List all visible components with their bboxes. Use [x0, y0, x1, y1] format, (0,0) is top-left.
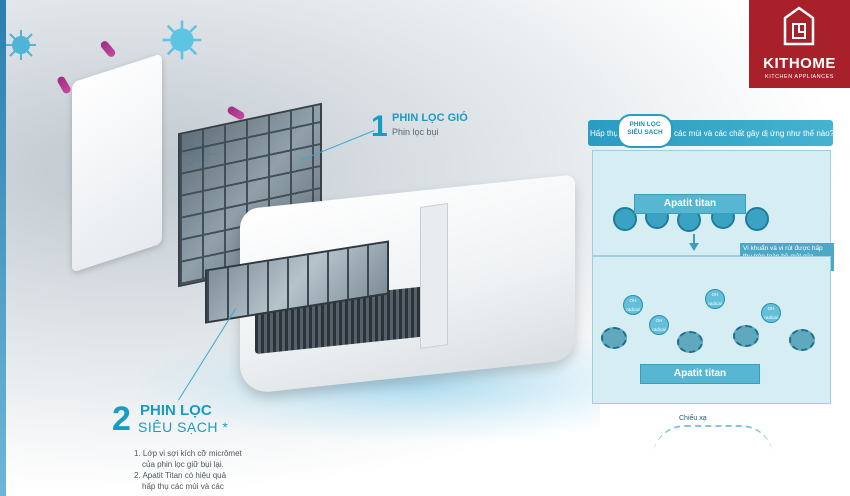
callout-2-subtitle: SIÊU SẠCH *: [138, 419, 229, 435]
bacteria-icon: [56, 75, 72, 95]
neutralized-germ-icon: [733, 325, 759, 347]
neutralized-germ-icon: [601, 327, 627, 349]
callout-1-number: 1: [371, 110, 388, 143]
badge-line-1: PHIN LỌC: [629, 121, 661, 128]
banner-question: các mùi và các chất gây dị ứng như thế n…: [674, 129, 835, 138]
ac-front-panel: [72, 53, 162, 273]
light-rays: [653, 425, 773, 457]
apatite-layer-top: Apatit titan: [634, 194, 746, 214]
oh-radical-icon: OH radical: [649, 315, 669, 335]
virus-icon: [162, 20, 202, 60]
step-arrow-icon: [689, 243, 699, 251]
apatite-layer-bottom: Apatit titan: [640, 364, 760, 384]
callout-2-number: 2: [112, 400, 131, 438]
brand-name: KITHOME: [763, 55, 836, 72]
left-edge-strip: [0, 0, 6, 496]
brand-tagline: KITCHEN APPLIANCES: [765, 74, 834, 80]
neutralized-germ-icon: [677, 331, 703, 353]
oh-radical-icon: OH radical: [623, 295, 643, 315]
callout-2-title: PHIN LỌC: [140, 402, 212, 419]
neutralized-germ-icon: [789, 329, 815, 351]
germ-icon: [745, 207, 769, 231]
callout-2-notes: 1. Lớp vi sợi kích cỡ micrômet của phin …: [134, 448, 294, 492]
note-line: hấp thụ các mùi và các: [142, 482, 224, 491]
virus-icon: [6, 30, 36, 60]
absorption-diagram: Hấp thụ các mùi và các chất gây dị ứng n…: [588, 114, 835, 427]
callout-1-subtitle: Phin lọc bụi: [392, 127, 439, 137]
banner-lead: Hấp thụ: [590, 129, 619, 138]
brand-logo[interactable]: KITHOME KITCHEN APPLIANCES: [749, 0, 850, 88]
germ-icon: [613, 207, 637, 231]
badge-line-2: SIÊU SẠCH: [627, 129, 663, 136]
oh-radical-icon: OH radical: [705, 289, 725, 309]
note-line: 2. Apatit Titan có hiệu quả: [134, 471, 227, 480]
callout-1-title: PHIN LỌC GIÓ: [392, 112, 468, 124]
ac-side-frame: [420, 203, 448, 349]
house-logo-icon: [783, 6, 815, 46]
step-arrow-line: [693, 234, 695, 244]
bacteria-icon: [99, 39, 117, 59]
irradiation-label: Chiếu xạ: [679, 415, 707, 422]
oh-radical-icon: OH radical: [761, 303, 781, 323]
filter-badge: PHIN LỌC SIÊU SẠCH: [617, 114, 673, 148]
note-line: 1. Lớp vi sợi kích cỡ micrômet: [134, 449, 242, 458]
note-line: của phin lọc giữ bụi lại.: [142, 460, 224, 469]
